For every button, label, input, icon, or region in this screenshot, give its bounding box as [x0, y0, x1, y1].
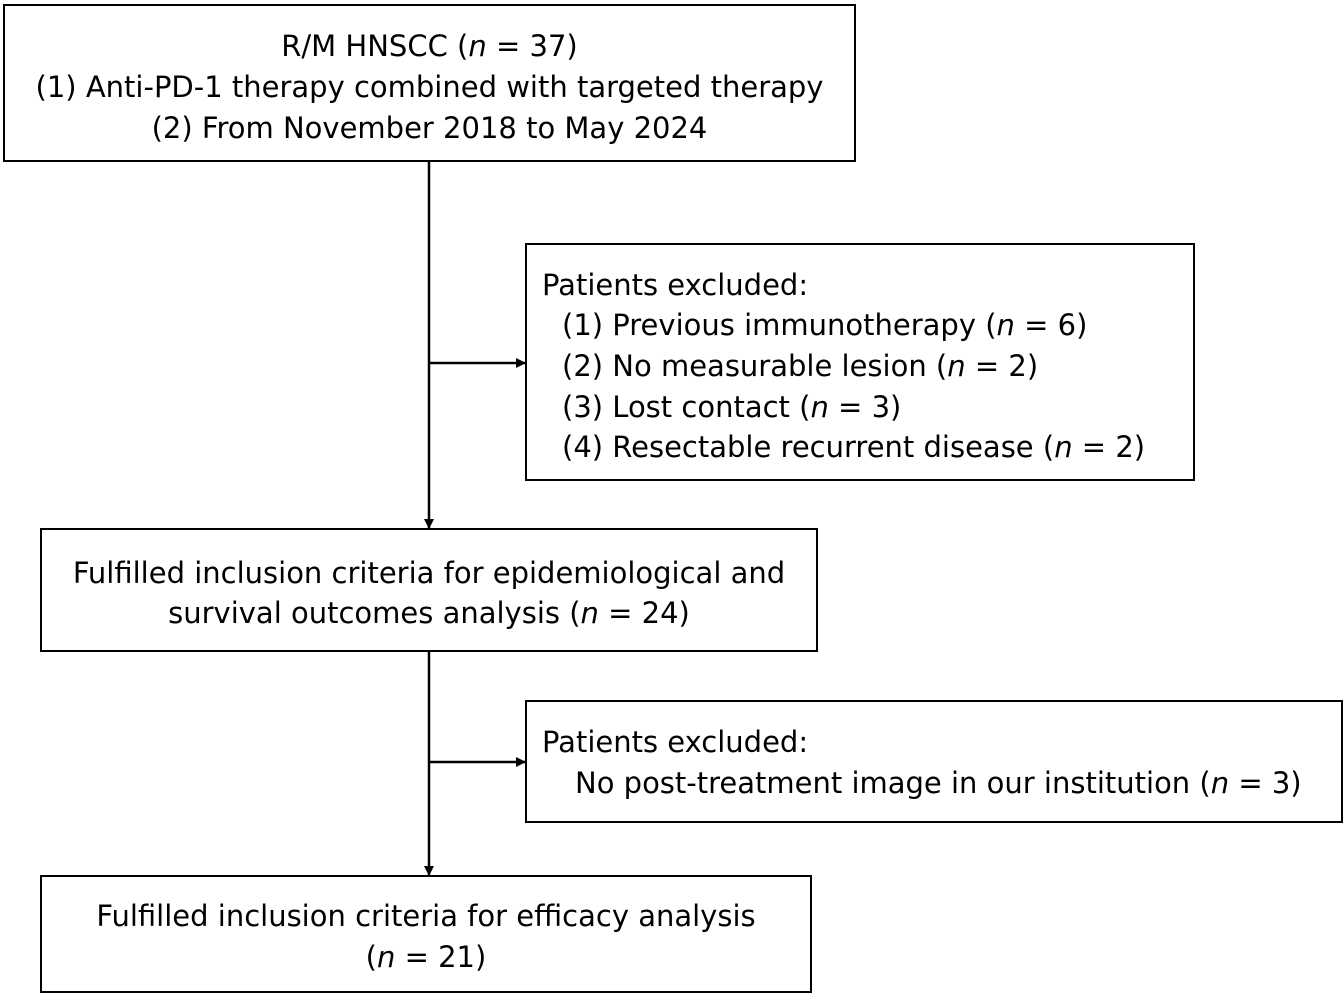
cohort-box: R/M HNSCC (n = 37) (1) Anti-PD-1 therapy…	[3, 4, 856, 162]
excluded-2-heading: Patients excluded:	[542, 725, 809, 759]
efficacy-analysis-box: Fulfilled inclusion criteria for efficac…	[40, 875, 812, 993]
excluded-2-item: No post-treatment image in our instituti…	[575, 766, 1302, 800]
survival-analysis-box: Fulfilled inclusion criteria for epidemi…	[40, 528, 818, 652]
excluded-box-1: Patients excluded: (1) Previous immunoth…	[525, 243, 1195, 481]
excluded-1-item: (1) Previous immunotherapy (n = 6)	[562, 308, 1088, 342]
excluded-1-heading: Patients excluded:	[542, 268, 809, 302]
cohort-criterion-2: (2) From November 2018 to May 2024	[151, 111, 708, 145]
excluded-box-2: Patients excluded: No post-treatment ima…	[525, 700, 1343, 823]
efficacy-line-1: Fulfilled inclusion criteria for efficac…	[96, 899, 756, 933]
excluded-1-item: (3) Lost contact (n = 3)	[562, 390, 902, 424]
cohort-title: R/M HNSCC (n = 37)	[281, 29, 578, 63]
excluded-1-item: (2) No measurable lesion (n = 2)	[562, 349, 1039, 383]
survival-line-1: Fulfilled inclusion criteria for epidemi…	[72, 556, 786, 590]
survival-line-2: survival outcomes analysis (n = 24)	[168, 596, 690, 630]
cohort-criterion-1: (1) Anti-PD-1 therapy combined with targ…	[35, 70, 824, 104]
efficacy-line-2: (n = 21)	[365, 940, 487, 974]
excluded-1-item: (4) Resectable recurrent disease (n = 2)	[562, 430, 1146, 464]
